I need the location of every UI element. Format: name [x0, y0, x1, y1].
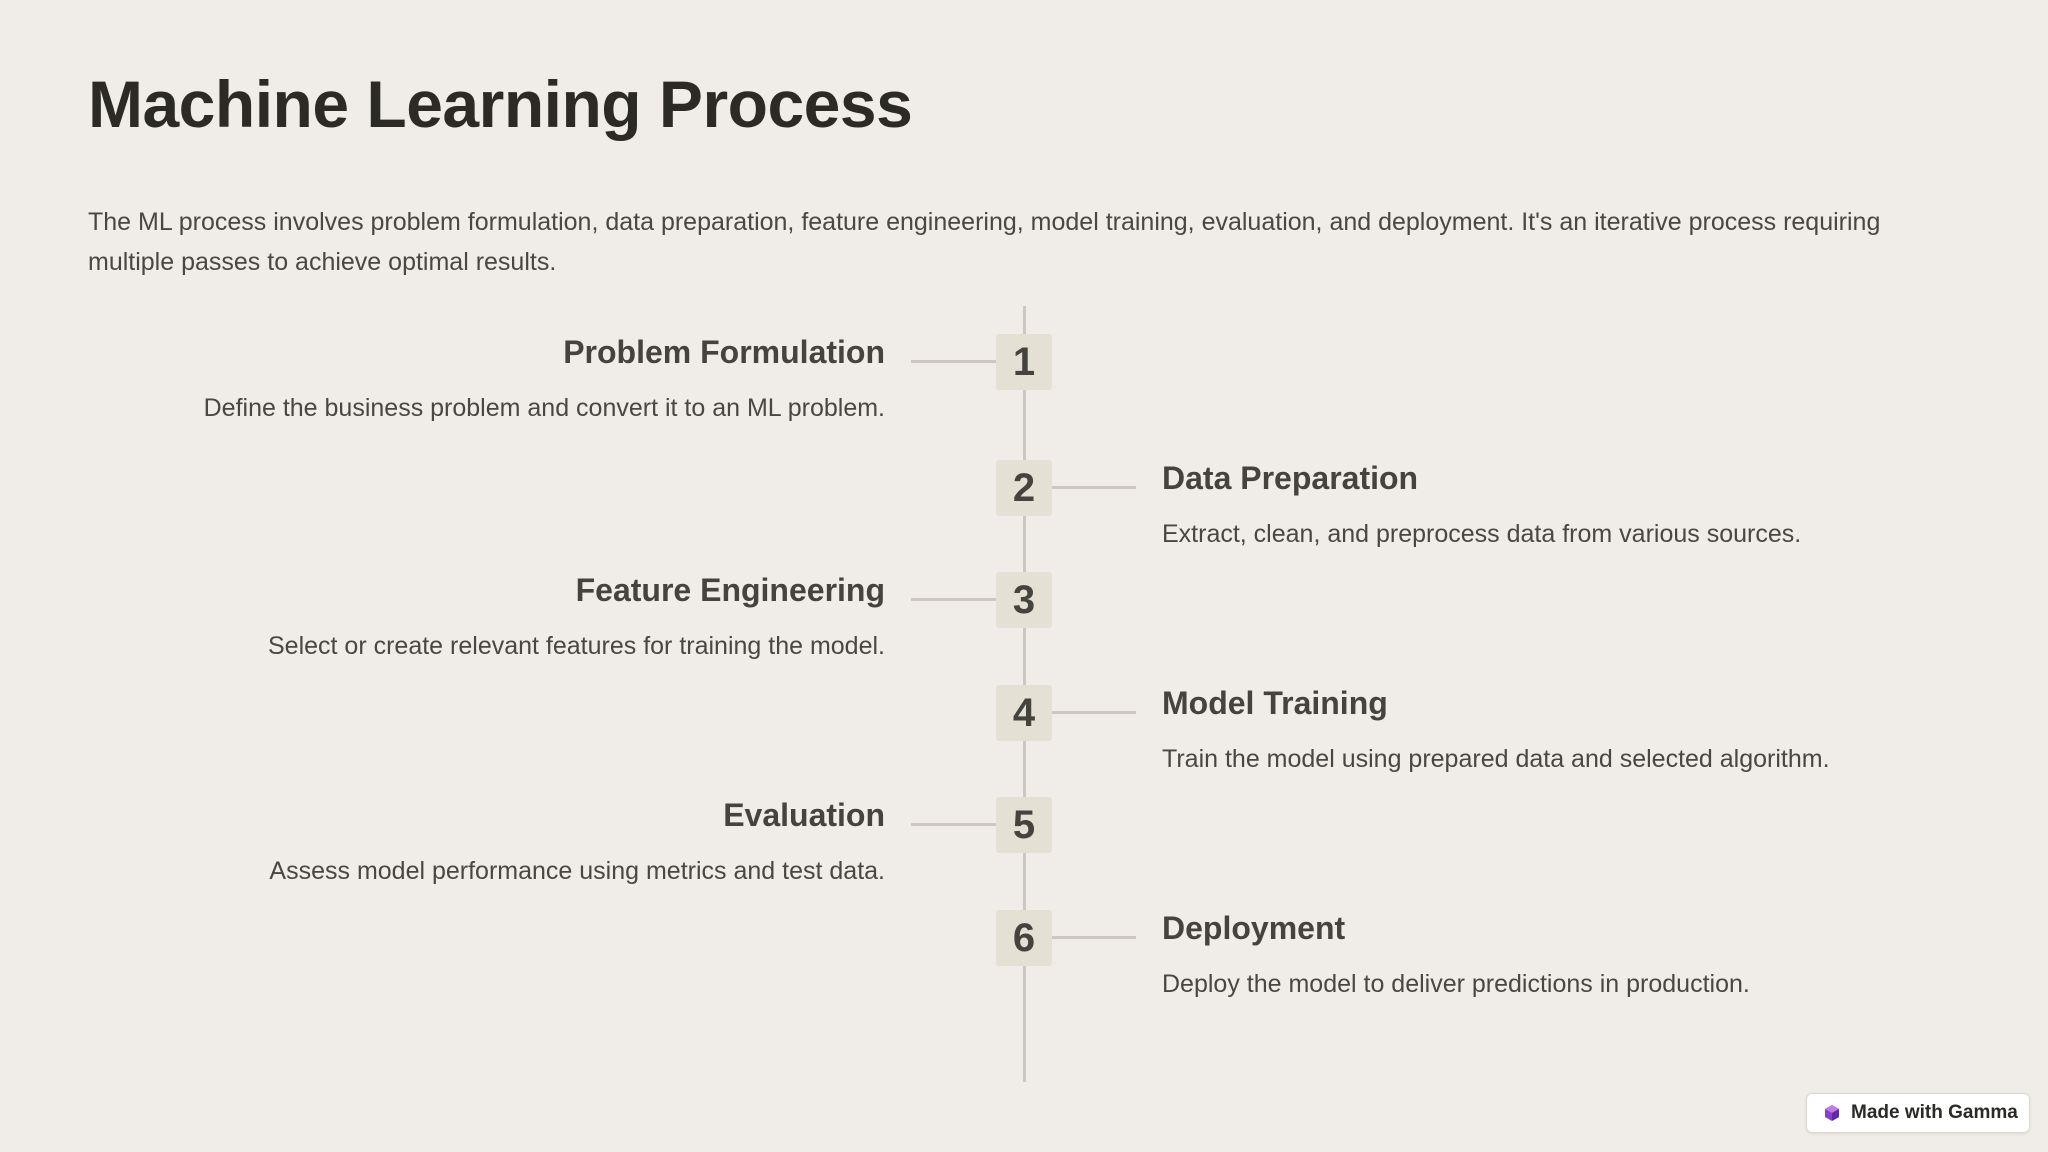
page-title: Machine Learning Process — [88, 67, 913, 141]
step-connector — [1052, 711, 1136, 714]
step-number-badge: 1 — [996, 334, 1052, 390]
step-title: Deployment — [1162, 910, 1346, 946]
step-connector — [911, 823, 996, 826]
step-number-badge: 2 — [996, 460, 1052, 516]
step-number-badge: 4 — [996, 685, 1052, 741]
made-with-gamma-badge[interactable]: Made with Gamma — [1806, 1093, 2030, 1133]
step-description: Extract, clean, and preprocess data from… — [1162, 520, 1802, 548]
step-description: Select or create relevant features for t… — [268, 632, 885, 660]
step-title: Model Training — [1162, 685, 1388, 721]
gamma-logo-icon — [1823, 1104, 1841, 1122]
step-description: Assess model performance using metrics a… — [269, 857, 885, 885]
step-description: Deploy the model to deliver predictions … — [1162, 970, 1750, 998]
step-connector — [1052, 936, 1136, 939]
step-title: Feature Engineering — [575, 572, 885, 608]
step-connector — [911, 598, 996, 601]
step-number-badge: 6 — [996, 910, 1052, 966]
step-description: Train the model using prepared data and … — [1162, 745, 1830, 773]
step-title: Evaluation — [723, 797, 885, 833]
intro-paragraph: The ML process involves problem formulat… — [88, 208, 1881, 276]
badge-label: Made with Gamma — [1851, 1102, 2018, 1123]
step-connector — [1052, 486, 1136, 489]
step-title: Data Preparation — [1162, 460, 1419, 496]
step-number-badge: 3 — [996, 572, 1052, 628]
step-number-badge: 5 — [996, 797, 1052, 853]
step-description: Define the business problem and convert … — [203, 394, 885, 422]
step-title: Problem Formulation — [563, 334, 885, 370]
step-connector — [911, 360, 996, 363]
